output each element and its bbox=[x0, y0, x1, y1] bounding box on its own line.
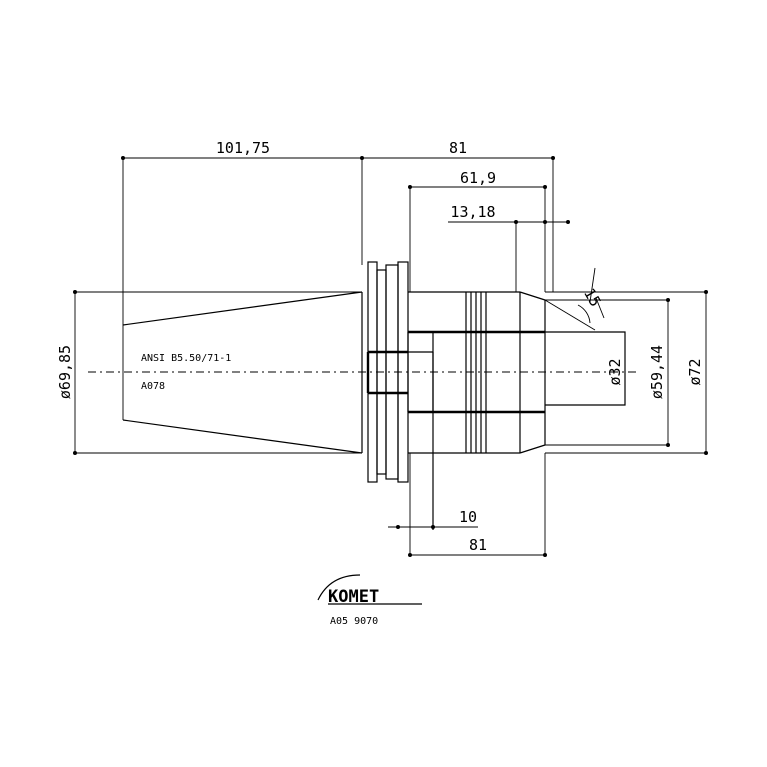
dim-81-top: 81 bbox=[449, 139, 467, 157]
dim-diameter-59-44: ø59,44 bbox=[648, 345, 666, 399]
body bbox=[407, 291, 626, 530]
dim-right-diameters bbox=[545, 290, 708, 455]
logo-code: A05 9070 bbox=[330, 616, 378, 627]
dim-diameter-69-85: ø69,85 bbox=[56, 345, 74, 399]
dim-101-75: 101,75 bbox=[216, 139, 270, 157]
note-size: A078 bbox=[141, 381, 165, 392]
angle-mark bbox=[544, 267, 605, 331]
dim-left-diameter bbox=[73, 290, 362, 455]
dim-81-bottom: 81 bbox=[469, 536, 487, 554]
komet-logo bbox=[317, 574, 422, 605]
dim-10: 10 bbox=[459, 508, 477, 526]
dim-13-18: 13,18 bbox=[450, 203, 495, 221]
dimension-group-bottom bbox=[388, 453, 547, 557]
dim-diameter-32: ø32 bbox=[606, 358, 624, 385]
note-standard: ANSI B5.50/71-1 bbox=[141, 353, 231, 364]
dim-61-9: 61,9 bbox=[460, 169, 496, 187]
dim-diameter-72: ø72 bbox=[686, 358, 704, 385]
logo-brand: KOMET bbox=[328, 587, 379, 607]
taper-shank bbox=[88, 291, 640, 454]
dim-angle-15: 15 bbox=[580, 285, 605, 310]
dimension-group-top bbox=[121, 156, 570, 420]
